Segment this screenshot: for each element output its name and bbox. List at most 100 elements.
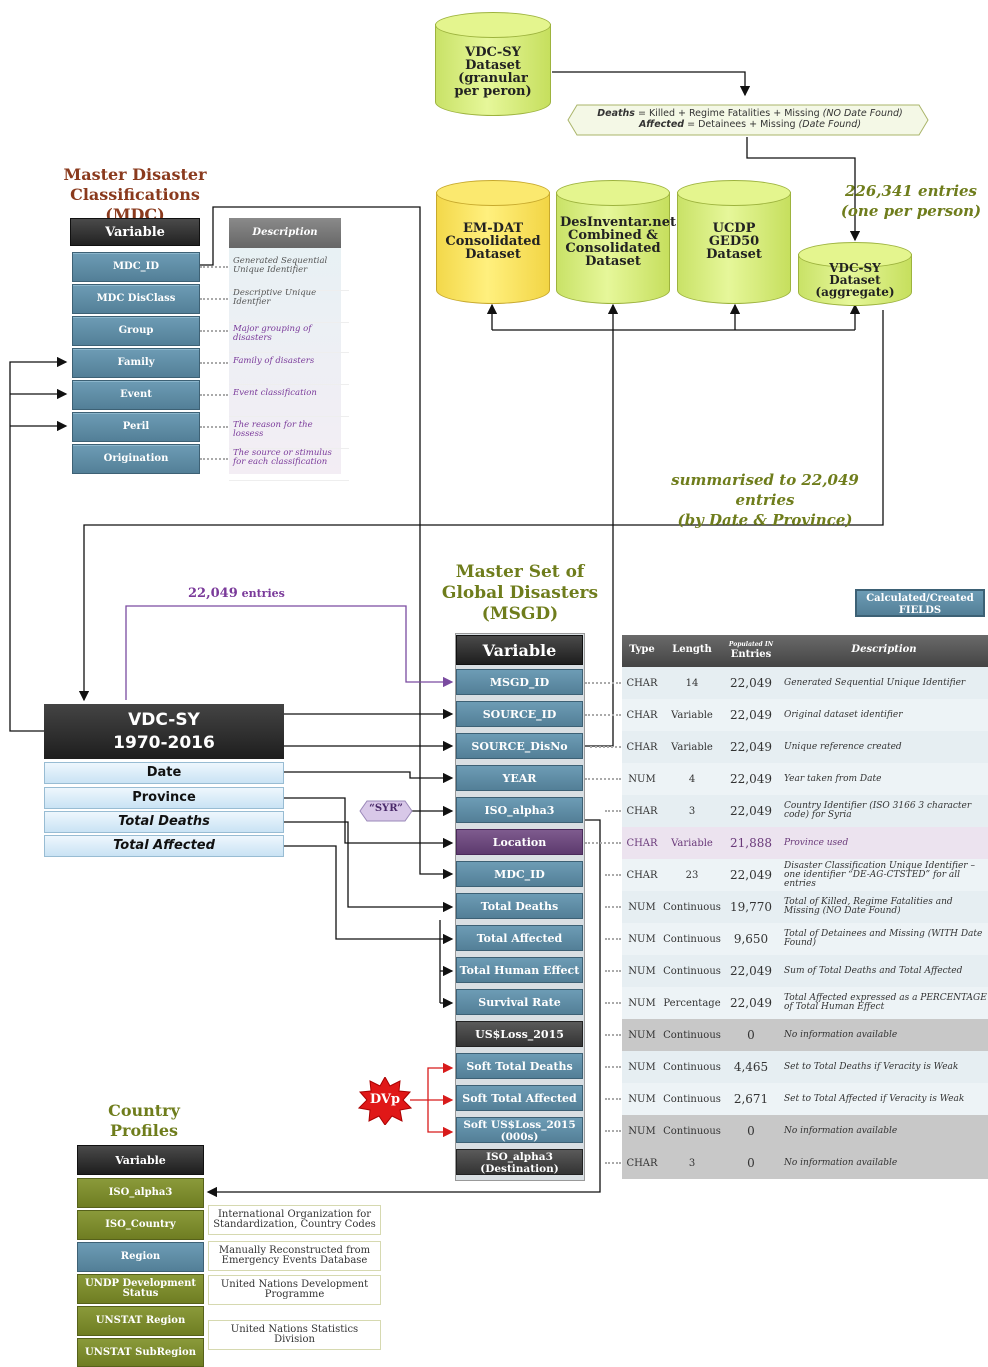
cp-row-unstat-subregion: UNSTAT SubRegion bbox=[77, 1338, 204, 1367]
mdc-desc-family: Family of disasters bbox=[229, 354, 349, 385]
msgd-row-source-disno: SOURCE_DisNo bbox=[456, 733, 583, 759]
mdc-row-origination: Origination bbox=[72, 444, 200, 474]
mdc-title: Master Disaster Classifications (MDC) bbox=[63, 165, 207, 224]
ucdp-label: UCDP GED50 Dataset bbox=[706, 221, 762, 262]
msgd-row-soft-usloss: Soft US$Loss_2015 (000s) bbox=[456, 1117, 583, 1143]
affected-note: (Date Found) bbox=[798, 119, 862, 130]
msgd-title: Master Set of Global Disasters (MSGD) bbox=[441, 562, 599, 624]
syr-tag: “SYR” bbox=[369, 803, 403, 814]
ucdp-dataset: UCDP GED50 Dataset bbox=[677, 180, 791, 304]
cp-variable-header: Variable bbox=[77, 1145, 204, 1175]
summarised-note-line1: summarised to 22,049 entries bbox=[671, 471, 859, 509]
vdc-sy-header: VDC-SY 1970-2016 bbox=[44, 704, 284, 759]
mdc-row-peril: Peril bbox=[72, 412, 200, 442]
mdc-row-mdc-id: MDC_ID bbox=[72, 252, 200, 282]
cp-row-iso-alpha3: ISO_alpha3 bbox=[77, 1178, 204, 1208]
cp-row-undp-status: UNDP Development Status bbox=[77, 1274, 204, 1304]
dvp-tag: DVp bbox=[369, 1092, 401, 1107]
emdat-label: EM-DAT Consolidated Dataset bbox=[445, 221, 541, 262]
mdc-row-event: Event bbox=[72, 380, 200, 410]
deaths-label: Deaths bbox=[597, 108, 635, 119]
emdat-dataset: EM-DAT Consolidated Dataset bbox=[436, 180, 550, 304]
mdc-row-disclass: MDC DisClass bbox=[72, 284, 200, 314]
cp-desc-undp-status: United Nations Development Programme bbox=[208, 1275, 381, 1305]
mdc-desc-disclass: Descriptive Unique Identfier bbox=[229, 286, 349, 323]
th-length: Length bbox=[672, 644, 712, 655]
msgd-row-year: YEAR bbox=[456, 765, 583, 791]
vdc-sy-title: VDC-SY bbox=[128, 710, 200, 730]
msgd-row-survival-rate: Survival Rate bbox=[456, 989, 583, 1015]
formula-hexagon bbox=[567, 104, 929, 136]
cp-desc-region: Manually Reconstructed from Emergency Ev… bbox=[208, 1241, 381, 1271]
msgd-table-header: Type Length Populated IN Entries Descrip… bbox=[622, 635, 988, 667]
vdc-sy-row-province: Province bbox=[44, 787, 284, 809]
mdc-desc-event: Event classification bbox=[229, 386, 349, 417]
mdc-desc-group: Major grouping of disasters bbox=[229, 322, 349, 353]
vdc-sy-row-total-affected: Total Affected bbox=[44, 835, 284, 857]
desinventar-dataset: DesInventar.net Combined & Consolidated … bbox=[556, 180, 677, 304]
affected-label: Affected bbox=[638, 119, 685, 130]
msgd-row-source-id: SOURCE_ID bbox=[456, 701, 583, 727]
mdc-row-family: Family bbox=[72, 348, 200, 378]
th-entries: Entries bbox=[730, 649, 772, 660]
vdc-sy-aggregate-dataset: VDC-SY Dataset (aggregate) bbox=[798, 242, 912, 306]
country-profiles-title: Country Profiles bbox=[108, 1101, 180, 1140]
calculated-fields-legend: Calculated/Created FIELDS bbox=[855, 589, 985, 617]
msgd-row-usloss: US$Loss_2015 (000s) bbox=[456, 1021, 583, 1067]
msgd-variable-header: Variable bbox=[456, 635, 583, 665]
th-entries-top: Populated IN bbox=[728, 641, 774, 648]
msgd-row-total-human-effect: Total Human Effect bbox=[456, 957, 583, 983]
deaths-formula: = Killed + Regime Fatalities + Missing bbox=[637, 108, 820, 119]
cp-row-unstat-region: UNSTAT Region bbox=[77, 1306, 204, 1336]
vdc-sy-years: 1970-2016 bbox=[113, 733, 215, 753]
mdc-description-header: Description bbox=[229, 218, 341, 248]
msgd-row-location: Location bbox=[456, 829, 583, 855]
cp-desc-unstat: United Nations Statistics Division bbox=[208, 1320, 381, 1350]
formula-text: Deaths = Killed + Regime Fatalities + Mi… bbox=[580, 108, 920, 130]
mdc-desc-peril: The reason for the lossess bbox=[229, 418, 349, 449]
vdc-sy-row-date: Date bbox=[44, 762, 284, 784]
dvp-burst-icon bbox=[358, 1077, 412, 1125]
th-description: Description bbox=[851, 644, 917, 655]
desinventar-label: DesInventar.net Combined & Consolidated … bbox=[560, 215, 677, 269]
affected-formula: = Detainees + Missing bbox=[687, 119, 796, 130]
entries-link-count: 22,049 bbox=[188, 586, 238, 601]
th-type: Type bbox=[629, 644, 655, 655]
entries-note-line1: 226,341 entries bbox=[844, 182, 978, 200]
vdc-sy-aggregate-label: VDC-SY Dataset (aggregate) bbox=[815, 261, 895, 299]
entries-note-line2: (one per person) bbox=[840, 202, 982, 220]
msgd-row-iso-destination: ISO_alpha3 (Destination) bbox=[456, 1149, 583, 1175]
entries-link-label: 22,049 entries bbox=[188, 586, 308, 601]
msgd-row-total-affected: Total Affected bbox=[456, 925, 583, 951]
mdc-desc-mdc-id: Generated Sequential Unique Identifier bbox=[229, 254, 349, 291]
vdc-sy-granular-dataset: VDC-SY Dataset (granular per peron) bbox=[435, 12, 551, 116]
mdc-row-group: Group bbox=[72, 316, 200, 346]
msgd-row-iso-alpha3: ISO_alpha3 bbox=[456, 797, 583, 823]
entries-link-word: entries bbox=[241, 587, 285, 600]
summarised-note-line2: (by Date & Province) bbox=[677, 511, 853, 529]
deaths-note: (NO Date Found) bbox=[822, 108, 903, 119]
msgd-row-soft-total-deaths: Soft Total Deaths bbox=[456, 1053, 583, 1079]
syr-tag-shape bbox=[359, 800, 413, 822]
mdc-desc-origination: The source or stimulus for each classifi… bbox=[229, 446, 349, 481]
summarised-note: summarised to 22,049 entries (by Date & … bbox=[640, 470, 890, 530]
mdc-variable-header: Variable bbox=[70, 218, 200, 246]
entries-note: 226,341 entries (one per person) bbox=[836, 181, 986, 221]
